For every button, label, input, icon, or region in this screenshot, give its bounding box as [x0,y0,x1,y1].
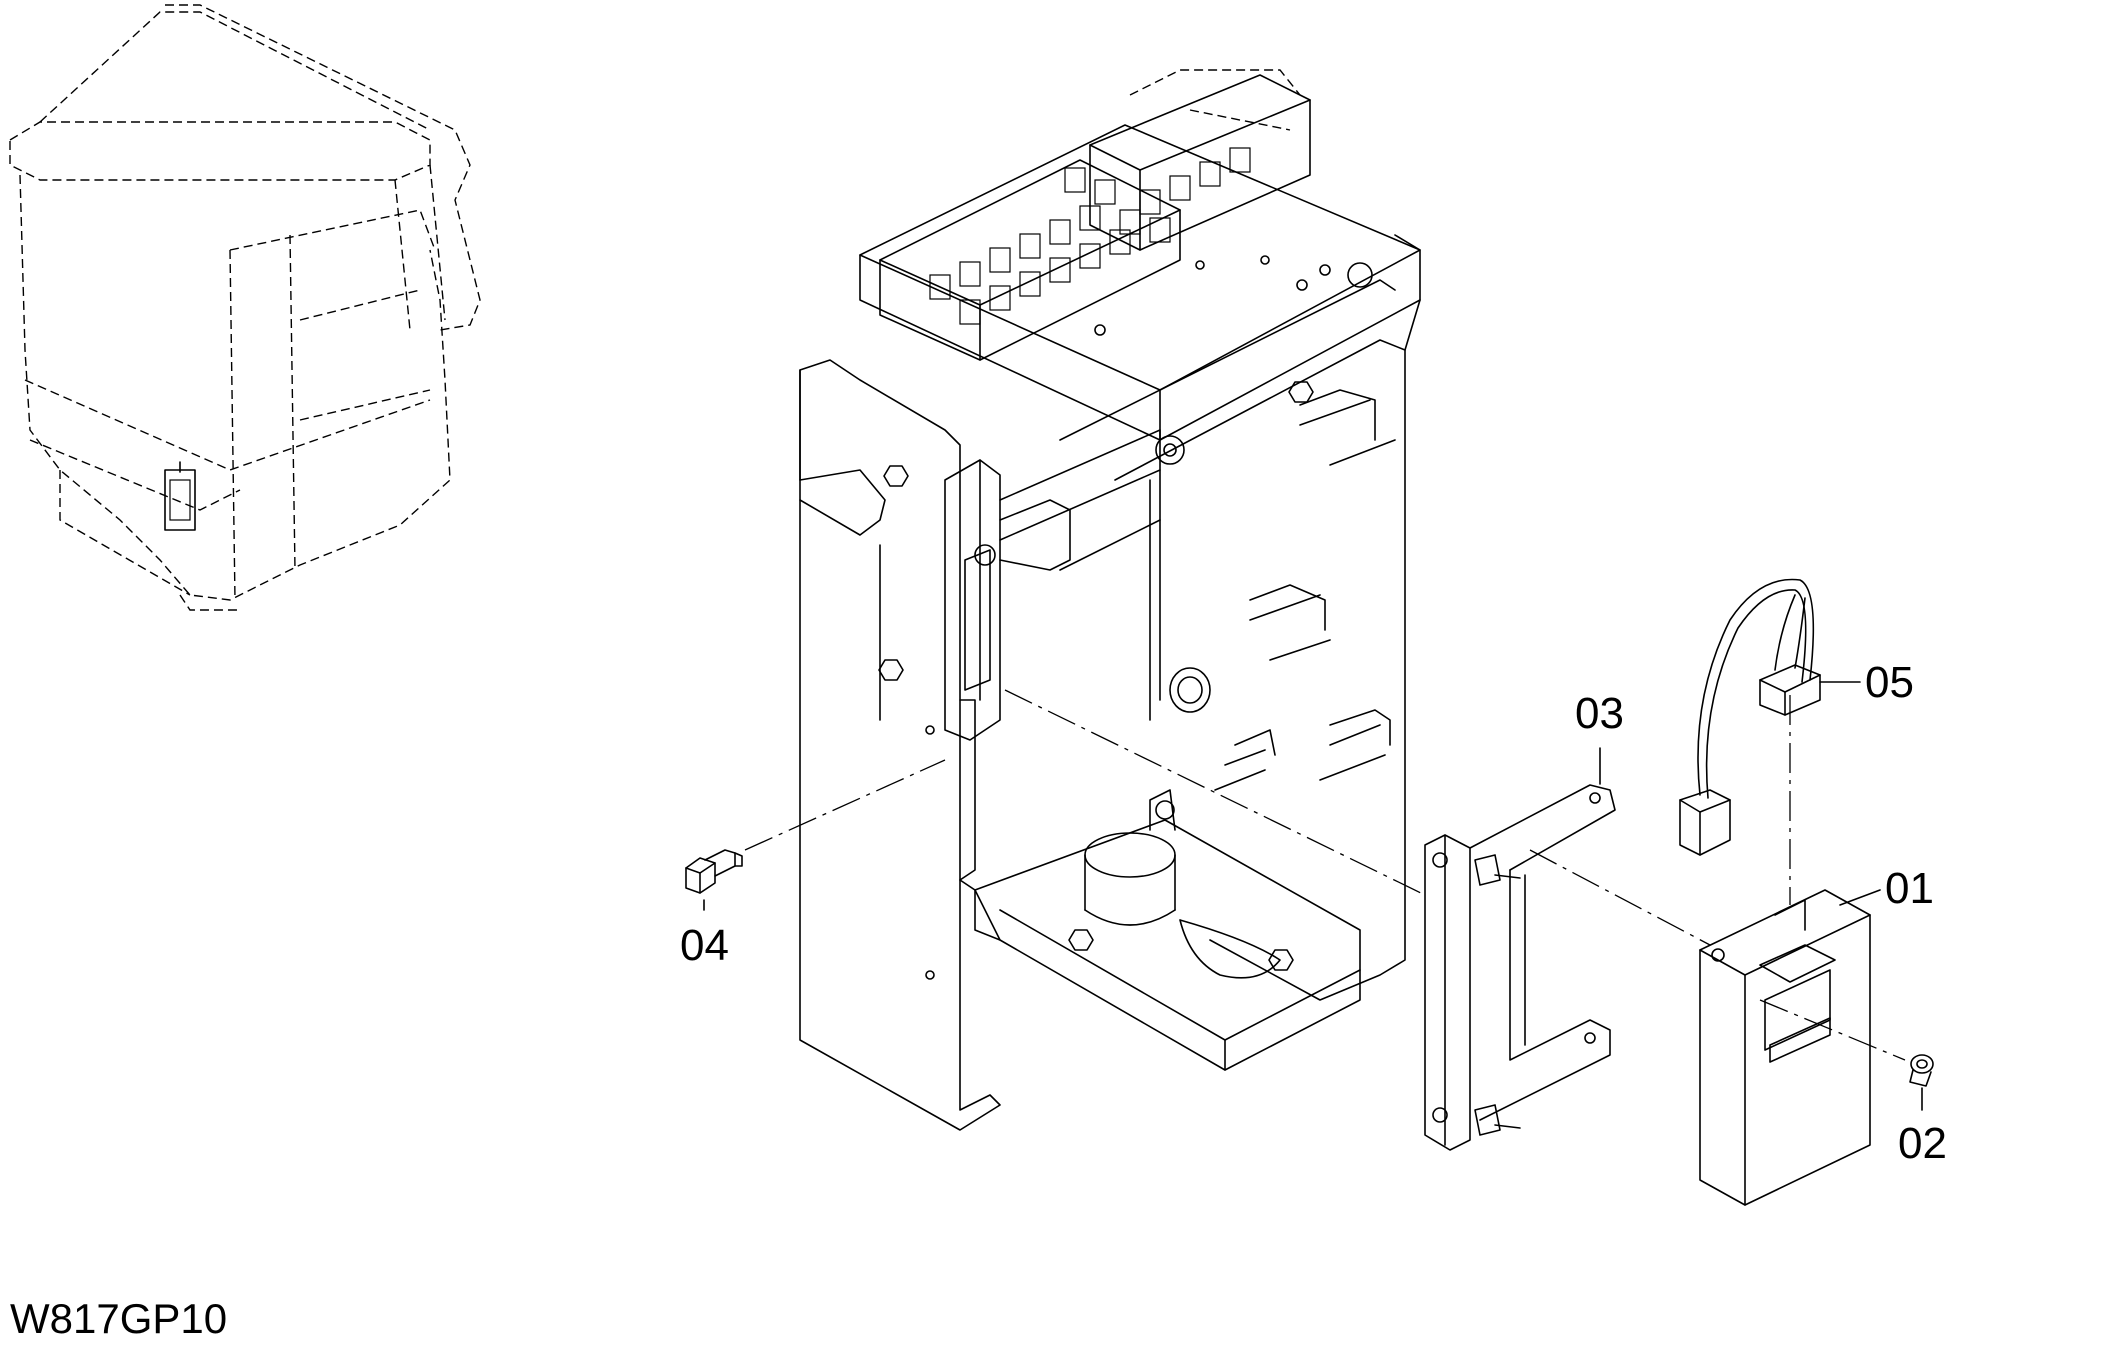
part-05-harness [1679,578,1821,856]
drawing-code: W817GP10 [10,1295,227,1342]
callout-03: 03 [1575,689,1624,738]
callout-05: 05 [1865,658,1914,707]
callout-02: 02 [1898,1119,1947,1168]
part-01-control-unit [1699,889,1871,1206]
assembly-center-lines [744,689,1906,1061]
callout-01: 01 [1885,864,1934,913]
frame-assembly [799,69,1421,1131]
part-03-bracket [1424,784,1616,1151]
leader-lines [703,681,1923,1111]
cab-reference-outline [9,4,481,611]
part-02-screw [1909,1054,1934,1087]
callout-04: 04 [680,921,729,970]
relay-block [879,69,1311,361]
frame-nut [878,381,1314,971]
part-04-bolt [685,849,743,894]
